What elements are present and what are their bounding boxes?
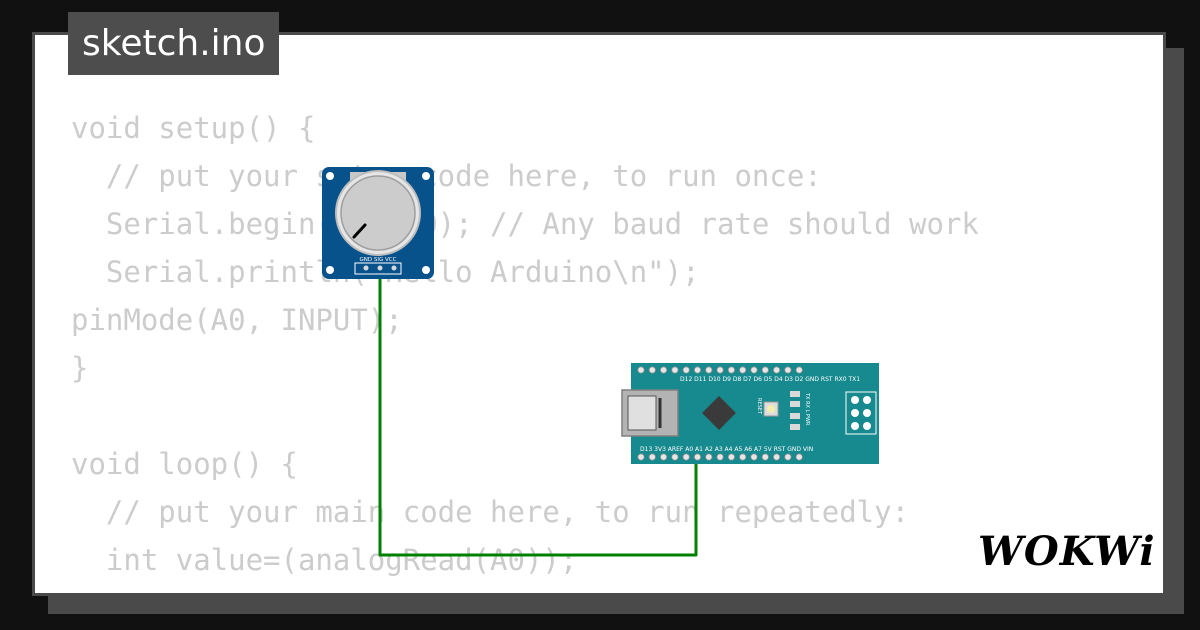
header-pin — [648, 453, 656, 461]
status-leds — [790, 391, 800, 430]
file-tab[interactable]: sketch.ino — [68, 12, 280, 75]
code-line: int value=(analogRead(A0)); — [71, 543, 578, 577]
header-pin — [682, 366, 690, 374]
header-pin — [739, 453, 747, 461]
header-pin — [659, 453, 668, 461]
wokwi-logo: WOKWi — [978, 528, 1156, 575]
header-pin — [693, 366, 702, 374]
top-pin-header — [637, 366, 803, 374]
header-pin — [682, 453, 690, 461]
header-pin — [761, 453, 769, 461]
header-pin — [671, 366, 679, 374]
potentiometer[interactable]: GND SIG VCC — [322, 167, 434, 279]
header-pin — [716, 453, 724, 461]
code-line: Serial.println(value); — [71, 584, 979, 593]
code-line: void loop() { — [71, 447, 298, 481]
header-pin — [659, 366, 668, 374]
signal-wire[interactable] — [378, 268, 698, 557]
code-line: pinMode(A0, INPUT); — [71, 303, 403, 337]
led-labels: TX RX L PWR — [804, 392, 810, 426]
reset-label: RESET — [756, 398, 762, 415]
header-pin — [637, 453, 645, 461]
header-pin — [637, 366, 645, 374]
header-pin — [716, 366, 724, 374]
header-pin — [795, 366, 803, 374]
header-pin — [772, 453, 781, 461]
arduino-nano[interactable]: D12 D11 D10 D9 D8 D7 D6 D5 D4 D3 D2 GND … — [621, 363, 879, 464]
header-pin — [705, 453, 713, 461]
header-pin — [750, 366, 758, 374]
code-line: } — [71, 351, 89, 385]
icsp-header — [845, 391, 877, 435]
microcontroller-chip — [702, 396, 736, 430]
knob-indicator — [352, 223, 367, 239]
header-pin — [648, 366, 656, 374]
header-pin — [705, 366, 713, 374]
bottom-pin-header — [637, 453, 803, 461]
header-pin — [671, 453, 679, 461]
header-pin — [795, 453, 803, 461]
top-pin-labels: D12 D11 D10 D9 D8 D7 D6 D5 D4 D3 D2 GND … — [680, 376, 860, 383]
code-line: void setup() { — [71, 111, 316, 145]
header-pin — [784, 453, 792, 461]
header-pin — [772, 366, 781, 374]
pot-pin-labels: GND SIG VCC — [360, 257, 397, 263]
header-pin — [784, 366, 792, 374]
code-line: // put your main code here, to run repea… — [71, 495, 910, 529]
header-pin — [761, 366, 769, 374]
editor-card: void setup() { // put your setup code he… — [32, 32, 1166, 596]
header-pin — [750, 453, 758, 461]
header-pin — [727, 453, 736, 461]
header-pin — [693, 453, 702, 461]
bottom-pin-labels: D13 3V3 AREF A0 A1 A2 A3 A4 A5 A6 A7 5V … — [640, 446, 813, 453]
header-pin — [739, 366, 747, 374]
header-pin — [727, 366, 736, 374]
